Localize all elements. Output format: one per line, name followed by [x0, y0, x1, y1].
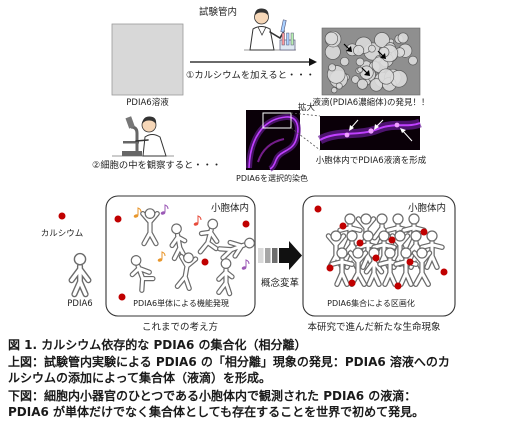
music-note-icon [192, 215, 202, 227]
calcium-label: カルシウム [41, 229, 84, 239]
new-view-inner-caption: PDIA6集合による区画化 [327, 298, 415, 308]
music-note-icon [159, 204, 169, 216]
old-view-title: これまでの考え方 [142, 321, 218, 333]
dancing-figure [143, 209, 157, 244]
droplet [335, 82, 343, 90]
scientist-with-test-tubes-icon [244, 8, 296, 51]
calcium-dot [372, 254, 380, 262]
droplet [357, 66, 364, 73]
music-note-icon [132, 207, 142, 219]
droplet-micrograph [321, 27, 421, 96]
calcium-dot [58, 212, 66, 220]
calcium-dot [420, 228, 428, 236]
figure-caption-title: 図 1. カルシウム依存的な PDIA6 の集合化（相分離） [8, 338, 307, 352]
dancing-figure [176, 252, 196, 289]
er-droplet-label: 小胞体内でPDIA6液滴を形成 [316, 155, 427, 166]
stained-cell-image [246, 110, 301, 172]
dancing-figure [219, 235, 257, 260]
calcium-dot [356, 239, 364, 247]
new-view-compartment-label: 小胞体内 [408, 202, 446, 214]
figure-caption-line: 下図：細胞内小器官のひとつである小胞体内で観測された PDIA6 の液滴： [8, 389, 417, 403]
droplet [324, 31, 339, 46]
music-note-icon [240, 259, 250, 271]
droplet [339, 56, 350, 67]
figure-caption-line: 上図：試験管内実験による PDIA6 の「相分離」現象の発見：PDIA6 溶液へ… [8, 355, 450, 369]
droplet [397, 32, 409, 44]
calcium-dots-new [314, 205, 448, 290]
music-note-icon [156, 251, 166, 263]
droplet [368, 44, 376, 53]
new-view-title: 本研究で進んだ新たな生命現象 [307, 321, 441, 333]
calcium-dot [348, 279, 356, 287]
step1-arrow [190, 58, 317, 66]
paradigm-shift-label: 概念変革 [261, 277, 300, 289]
micrograph-arrows [343, 43, 386, 76]
calcium-dot [394, 282, 402, 290]
staining-label: PDIA6を選択的染色 [236, 173, 308, 183]
droplet [378, 68, 395, 85]
old-view-compartment-label: 小胞体内 [211, 202, 249, 214]
zoom-region-box [262, 112, 292, 129]
scientist-with-microscope-icon [112, 116, 174, 157]
step1-text: ①カルシウムを加えると・・・ [186, 70, 315, 81]
pdia6-phase-separation-diagram: PDIA6溶液 試験管内 ①カルシウムを加えると・・・ 液滴(PDIA6濃縮体)… [41, 6, 456, 333]
dancing-figure [219, 259, 232, 294]
figure-caption-line: PDIA6 が単体だけでなく集合体としても存在することを世界で初めて発見。 [8, 405, 425, 419]
old-view-er-box [105, 195, 256, 317]
in-vitro-label: 試験管内 [199, 6, 237, 18]
new-view-er-box [302, 195, 456, 317]
right-arrow-icon [258, 241, 302, 270]
calcium-dot [339, 222, 347, 230]
droplet-discovery-label: 液滴(PDIA6濃縮体)の発見！！ [312, 97, 429, 108]
pdia6-solution-image [111, 23, 184, 96]
zoomed-er-droplet-image [317, 116, 422, 150]
calcium-dot [242, 220, 250, 228]
old-view-inner-caption: PDIA6単体による機能発現 [133, 298, 229, 308]
droplet [353, 44, 365, 57]
figure-caption-line: ルシウムの添加によって集合体（液滴）を形成。 [8, 371, 272, 385]
dancing-figure [127, 253, 156, 292]
calcium-dot [201, 258, 209, 266]
droplet [331, 87, 338, 94]
zoom-label: 拡大 [298, 102, 316, 113]
calcium-dot [388, 236, 396, 244]
droplet-pointer-arrows [349, 119, 413, 142]
droplet [351, 75, 360, 84]
zoom-guide-lines [290, 112, 321, 151]
droplet [328, 63, 337, 72]
dancing-figures [127, 209, 257, 294]
solution-label: PDIA6溶液 [126, 97, 169, 108]
calcium-dot [314, 205, 322, 213]
droplet [355, 57, 365, 67]
calcium-dot [326, 264, 334, 272]
calcium-dot [440, 268, 448, 276]
calcium-dot [114, 215, 122, 223]
droplet [408, 55, 418, 66]
pdia6-figure-icon [72, 254, 89, 295]
droplet [369, 78, 383, 92]
calcium-dot [118, 293, 126, 301]
droplet [356, 78, 368, 90]
calcium-dot [406, 258, 414, 266]
pdia6-label: PDIA6 [67, 299, 92, 309]
step2-text: ②細胞の中を観察すると・・・ [92, 159, 221, 171]
calcium-dots-old [114, 215, 250, 301]
